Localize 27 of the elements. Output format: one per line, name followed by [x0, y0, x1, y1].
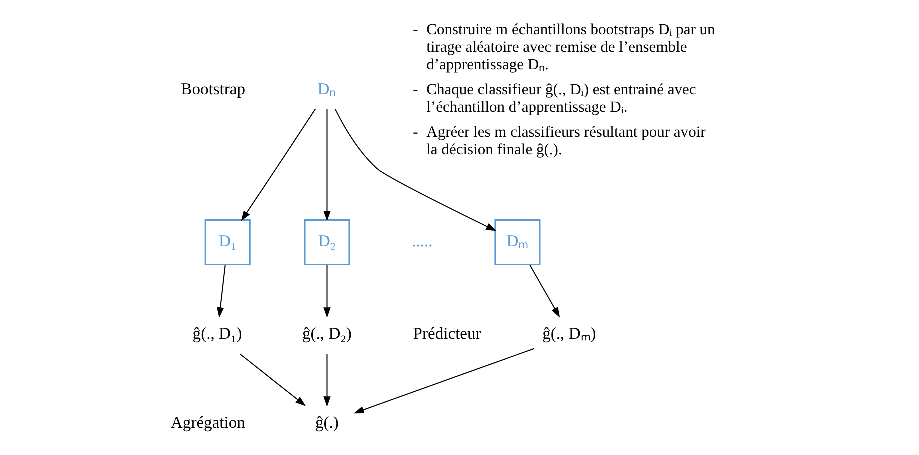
arrow [239, 354, 306, 406]
node-text: ĝ(., D₁) [192, 324, 242, 344]
arrow [323, 265, 330, 318]
label: - [412, 21, 418, 38]
node-box: D₂ [304, 219, 350, 266]
label: Prédicteur [412, 324, 481, 344]
arrow [323, 354, 330, 407]
node-text: ĝ(.) [315, 413, 338, 432]
node-text: Dₙ [317, 79, 336, 98]
arrow [529, 264, 560, 318]
node-box: D₁ [204, 219, 250, 266]
arrow [216, 264, 226, 318]
arrow [334, 108, 496, 232]
node-text: ĝ(., Dₘ) [542, 324, 596, 344]
label: Chaque classifieur ĝ(., Dᵢ) est entrainé avec l’échantillon d’apprentissage Dᵢ. [426, 81, 696, 116]
label: Construire m échantillons bootstraps Dᵢ par un tirage aléatoire avec remise de l’ensemble d’apprentissage Dₙ. [426, 21, 715, 74]
node-text: ĝ(., D₂) [302, 324, 352, 344]
arrow [240, 108, 316, 222]
label: Agrégation [170, 413, 245, 432]
arrow [323, 109, 330, 222]
label: - [412, 124, 418, 141]
label: - [412, 81, 418, 98]
arrow [353, 348, 534, 414]
label: Agréer les m classifieurs résultant pour avoir la décision finale ĝ(.). [426, 124, 706, 159]
label: ..... [412, 231, 432, 250]
label: Bootstrap [180, 79, 246, 98]
node-box: Dₘ [494, 219, 540, 266]
